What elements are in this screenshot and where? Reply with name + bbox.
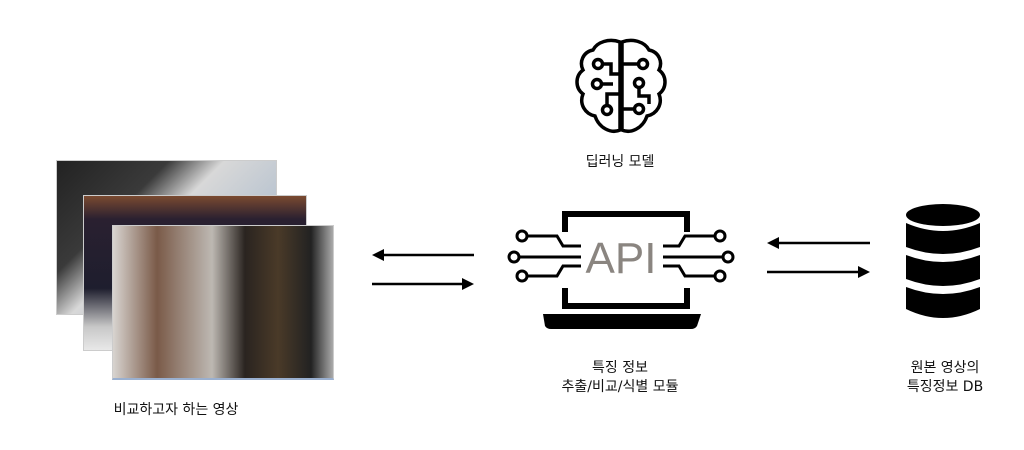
api-text: API bbox=[585, 234, 657, 283]
arrows-right bbox=[767, 237, 870, 278]
api-label-line2: 추출/비교/식별 모듈 bbox=[561, 379, 679, 395]
arrow-right-icon bbox=[372, 278, 474, 290]
database-icon bbox=[906, 204, 980, 318]
api-label-line1: 특징 정보 bbox=[592, 360, 648, 376]
model-label: 딥러닝 모델 bbox=[585, 154, 655, 170]
arrows-left bbox=[372, 249, 474, 290]
brain-circuit-icon bbox=[575, 38, 667, 133]
db-label-line2: 특징정보 DB bbox=[906, 379, 984, 395]
arrow-right-icon bbox=[767, 266, 870, 278]
db-label-line1: 원본 영상의 bbox=[910, 360, 980, 376]
arrow-left-icon bbox=[372, 249, 474, 261]
arrow-left-icon bbox=[767, 237, 870, 249]
video-frame-3 bbox=[112, 225, 334, 380]
videos-label: 비교하고자 하는 영상 bbox=[113, 402, 239, 418]
laptop-api-icon bbox=[507, 211, 735, 329]
